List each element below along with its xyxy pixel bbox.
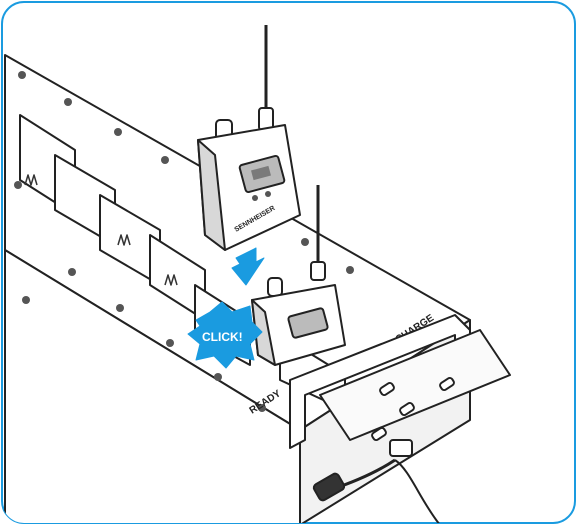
power-plug (312, 472, 346, 502)
insert-arrow (231, 247, 265, 286)
click-callout: CLICK! (187, 301, 263, 369)
click-burst (187, 301, 263, 369)
display-panel (287, 307, 329, 339)
charger-front-screws (14, 181, 266, 412)
cable-clip (389, 439, 413, 457)
bodypack-seated (251, 185, 346, 366)
click-text: CLICK! (202, 330, 243, 344)
mounting-plate (319, 329, 511, 441)
power-cable (312, 439, 441, 523)
volume-knob (267, 277, 283, 297)
charger-front-face (4, 249, 301, 523)
slot-contacts (24, 174, 178, 286)
carry-handle (289, 314, 511, 449)
bodypack-upper: SENNHEISER (197, 25, 301, 251)
